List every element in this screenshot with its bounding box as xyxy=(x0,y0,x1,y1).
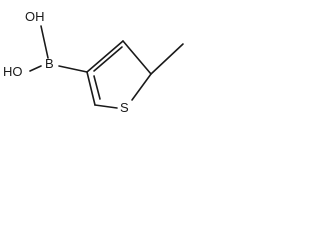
bond-s-c2 xyxy=(94,104,118,109)
structure-canvas: OH HO B S xyxy=(0,0,194,126)
atom-label-oh-left: HO xyxy=(3,64,23,79)
atom-label-boron: B xyxy=(45,56,54,71)
bond-c2-c3-inner xyxy=(93,75,101,100)
bond-c4-c5 xyxy=(122,40,152,75)
bond-c3-c4-inner xyxy=(93,46,123,72)
bond-b-c3 xyxy=(58,65,88,73)
bond-b-oh-left xyxy=(29,65,42,72)
bond-c5-s xyxy=(131,73,152,101)
bond-c5-methyl xyxy=(150,43,184,75)
atom-label-sulfur: S xyxy=(120,100,129,115)
bond-c2-c3 xyxy=(86,71,96,106)
atom-label-oh-top: OH xyxy=(25,9,45,24)
bond-c3-c4 xyxy=(86,40,124,73)
bond-b-oh-top xyxy=(40,25,49,59)
chemical-structure-diagram: OH HO B S xyxy=(3,9,184,115)
